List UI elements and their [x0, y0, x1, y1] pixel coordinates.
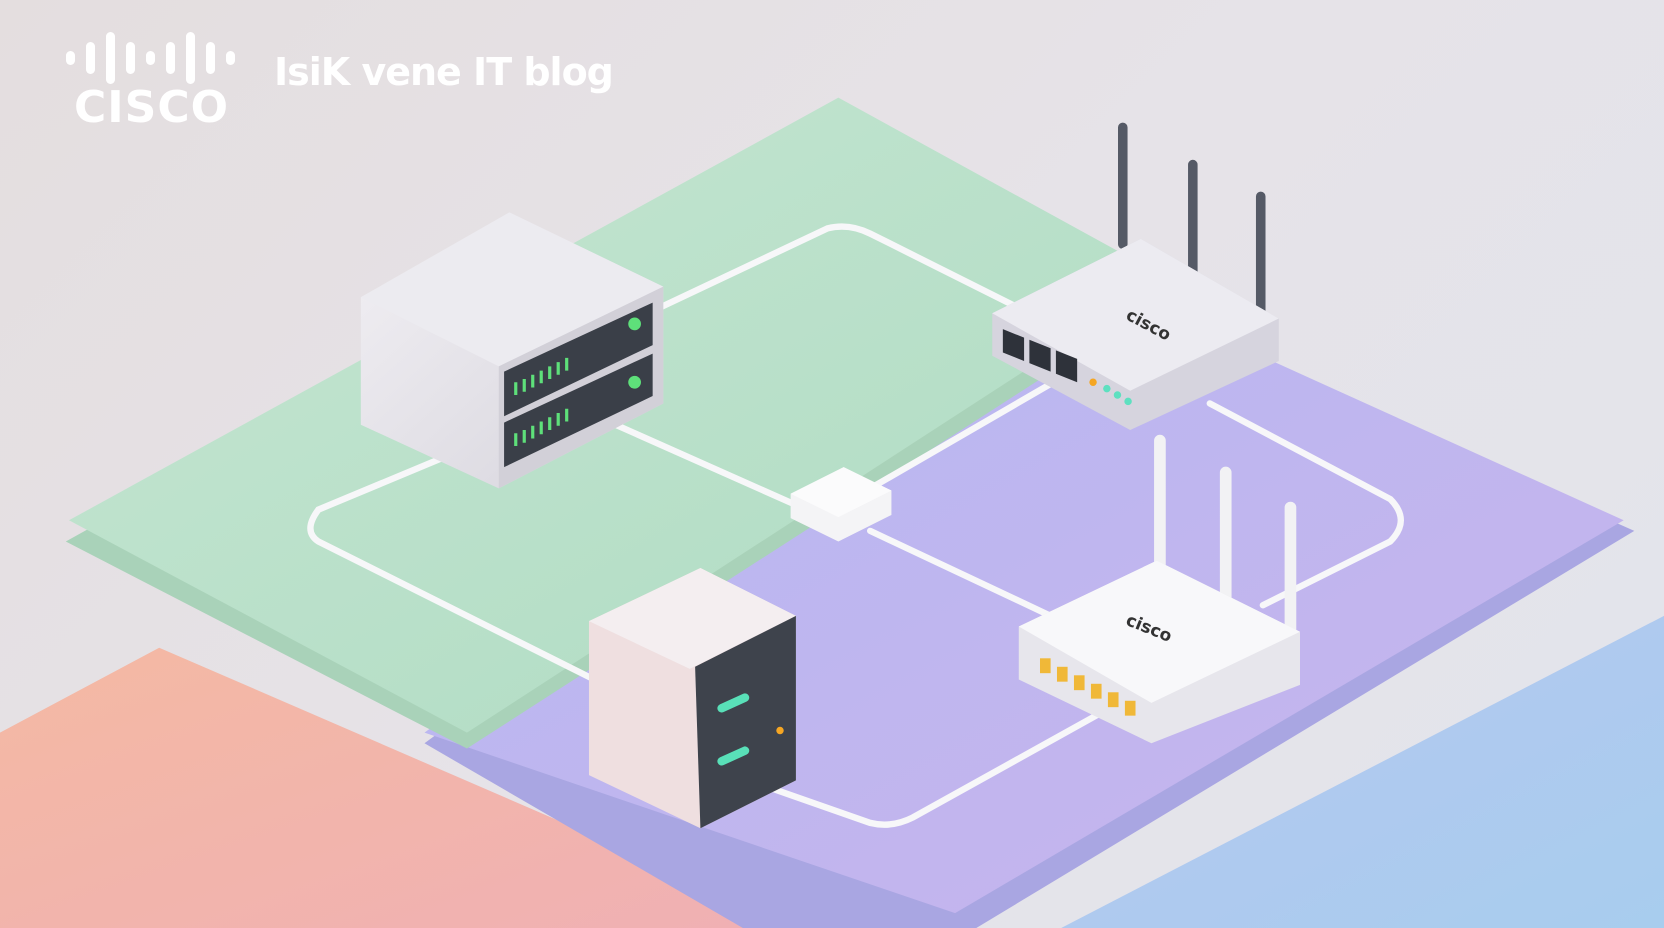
blog-title: IsiK vene IT blog [274, 50, 614, 94]
cisco-wordmark: CISCO [74, 82, 230, 133]
cisco-bars-icon [66, 30, 235, 86]
floor-pink [0, 647, 807, 928]
status-led [628, 375, 641, 389]
status-led [628, 317, 641, 331]
tower-server [588, 568, 796, 829]
cables [307, 223, 1404, 828]
server-stack [360, 212, 664, 489]
router-bottom: cisco [1018, 434, 1300, 744]
cisco-logo: CISCO [62, 30, 235, 133]
router-top: cisco [992, 122, 1279, 431]
floor-blue [1061, 615, 1664, 928]
switch-hub [790, 467, 892, 542]
